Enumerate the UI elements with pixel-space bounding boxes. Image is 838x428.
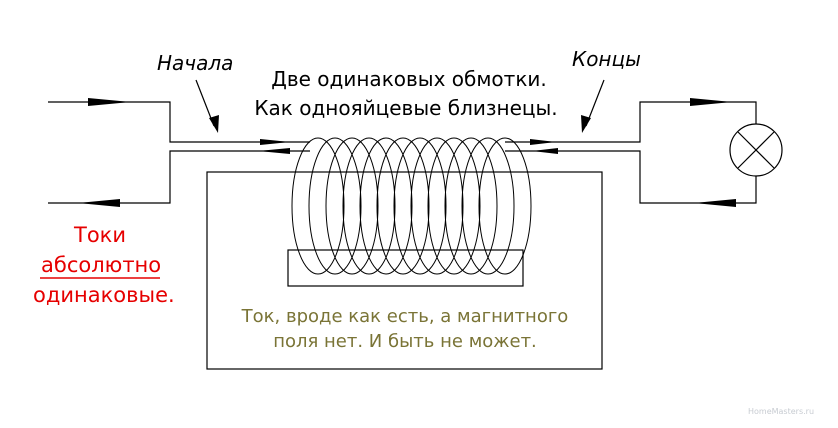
arrow-start-small-icon <box>260 139 290 145</box>
starts-label: Начала <box>157 51 233 75</box>
currents-label-1: Токи <box>73 223 126 247</box>
lamp-icon <box>729 123 783 177</box>
currents-label-2: абсолютно <box>41 253 161 277</box>
arrow-end-small-icon <box>530 139 556 145</box>
note-line-1: Ток, вроде как есть, а магнитного <box>241 306 569 327</box>
coil-loop <box>291 137 345 275</box>
coil-loop <box>427 137 481 275</box>
arrow-start-back-icon <box>258 148 290 154</box>
coil-windings <box>291 137 532 275</box>
arrow-right-in-icon <box>690 98 732 106</box>
coil-loop <box>308 137 362 275</box>
right-wire-bottom <box>505 150 757 204</box>
arrow-left-out-icon <box>78 199 120 207</box>
right-wire-top <box>505 101 757 143</box>
arrow-end-back-icon <box>532 148 558 154</box>
coil-loop <box>461 137 515 275</box>
coil-loop <box>444 137 498 275</box>
coil-loop <box>393 137 447 275</box>
coil-loop <box>376 137 430 275</box>
title-line-1: Две одинаковых обмотки. <box>271 67 547 91</box>
ends-pointer-head-icon <box>581 115 591 133</box>
core-frame <box>206 171 603 370</box>
currents-label-3: одинаковые. <box>33 283 175 307</box>
arrow-right-out-icon <box>694 199 736 207</box>
coil-loop <box>359 137 413 275</box>
arrow-left-in-icon <box>88 98 130 106</box>
left-wire-bottom <box>48 150 310 204</box>
watermark: HomeMasters.ru <box>748 407 814 416</box>
title-line-2: Как однояйцевые близнецы. <box>254 96 557 120</box>
ends-label: Концы <box>572 47 641 71</box>
starts-pointer-head-icon <box>209 115 219 133</box>
core-bar <box>287 249 524 287</box>
note-line-2: поля нет. И быть не может. <box>273 331 537 352</box>
coil-loop <box>410 137 464 275</box>
coil-loop <box>325 137 379 275</box>
coil-loop <box>478 137 532 275</box>
coil-loop <box>342 137 396 275</box>
